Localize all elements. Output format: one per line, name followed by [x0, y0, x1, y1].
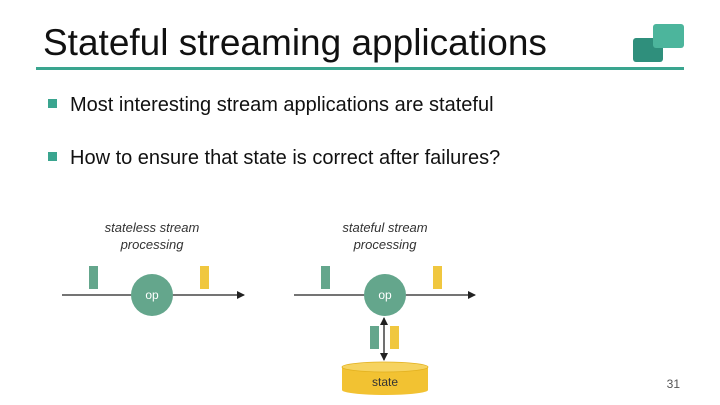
state-read-record — [370, 326, 379, 349]
slide-title: Stateful streaming applications — [43, 22, 547, 63]
stateless-operator-label: op — [145, 288, 159, 302]
stateful-processing-group: stateful stream processing op state — [294, 220, 476, 395]
state-write-record — [390, 326, 399, 349]
stateless-label-line2: processing — [120, 237, 185, 252]
page-number: 31 — [666, 377, 680, 391]
stateful-operator-label: op — [378, 288, 392, 302]
stateful-output-record — [433, 266, 442, 289]
state-store-cylinder — [341, 361, 429, 395]
bullet-item: Most interesting stream applications are… — [48, 93, 494, 117]
bullet-text: Most interesting stream applications are… — [70, 94, 494, 116]
stateless-output-record — [200, 266, 209, 289]
bullet-marker-icon — [48, 99, 57, 109]
bullet-marker-icon — [48, 152, 57, 162]
stateless-processing-group: stateless stream processing op — [62, 220, 245, 316]
stateful-label-line2: processing — [353, 237, 418, 252]
state-store-label: state — [372, 375, 398, 389]
stateful-operator — [364, 274, 406, 316]
stateful-label-line1: stateful stream — [342, 220, 427, 235]
stateless-operator — [131, 274, 173, 316]
stateless-label-line1: stateless stream — [105, 220, 200, 235]
logo-icon — [633, 24, 684, 62]
title-underline — [36, 67, 684, 70]
bullet-text: How to ensure that state is correct afte… — [70, 147, 501, 169]
stateful-input-record — [321, 266, 330, 289]
stateless-input-record — [89, 266, 98, 289]
bullet-item: How to ensure that state is correct afte… — [48, 146, 500, 170]
